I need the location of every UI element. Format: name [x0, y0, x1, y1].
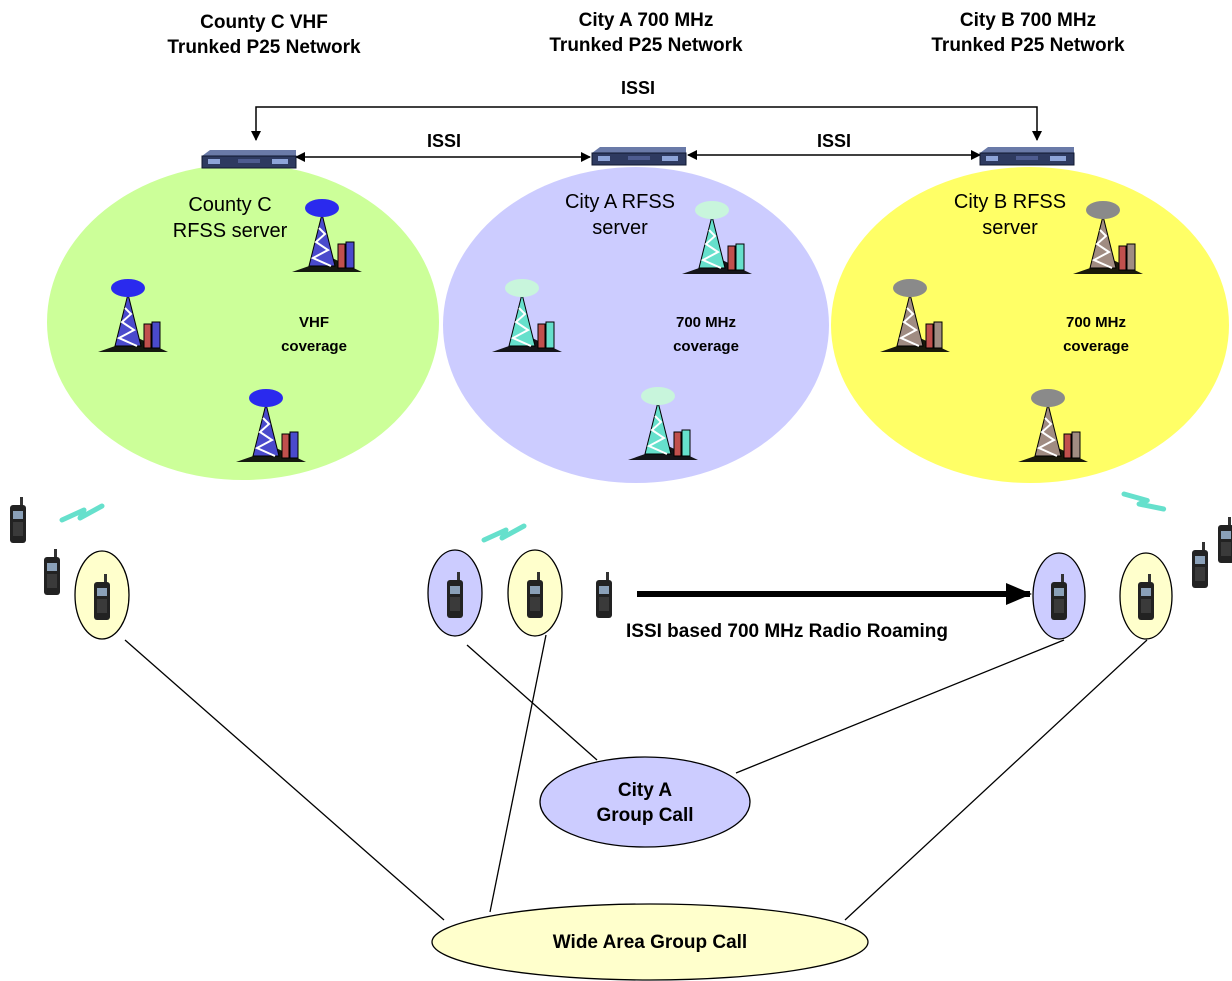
call-line	[489, 634, 547, 913]
county-c-coverage-label: VHF coverage	[281, 314, 347, 355]
handheld-radio-icon	[10, 497, 26, 543]
issi-right-label: ISSI	[816, 131, 851, 151]
wide-area-group-call-label: Wide Area Group Call	[552, 932, 748, 953]
city-b-server-label: City B RFSS server	[953, 191, 1067, 239]
issi-left-label: ISSI	[426, 131, 461, 151]
city-a-group-call-bubble	[539, 756, 751, 848]
handheld-radio-icon	[44, 549, 60, 595]
city-b-coverage-label: 700 MHz coverage	[1063, 314, 1129, 355]
county-c-network-title: County C VHF Trunked P25 Network	[167, 12, 361, 58]
handheld-radio-icon	[1218, 517, 1232, 563]
city-a-coverage-label: 700 MHz coverage	[673, 314, 739, 355]
call-line	[844, 639, 1148, 921]
county-c-server-label: County C RFSS server	[172, 194, 288, 242]
city-a-group-call-label: City A Group Call	[596, 780, 694, 826]
roaming-radio-icon	[596, 572, 612, 618]
wide-area-group-call-bubble	[431, 903, 869, 981]
city-a-server-label: City A RFSS server	[564, 191, 676, 239]
wireless-link-icon	[62, 506, 102, 520]
roaming-label: ISSI based 700 MHz Radio Roaming	[626, 621, 949, 642]
county-c-server-icon	[201, 149, 297, 169]
wireless-link-icon	[484, 526, 524, 540]
issi-top-label: ISSI	[620, 78, 655, 98]
call-line	[735, 639, 1065, 774]
wireless-link-icon	[1121, 491, 1167, 512]
handheld-radio-icon	[1192, 542, 1208, 588]
call-line	[124, 639, 445, 921]
city-b-server-icon	[979, 146, 1075, 166]
city-b-network-title: City B 700 MHz Trunked P25 Network	[931, 10, 1125, 56]
county-c-coverage-area	[47, 164, 439, 480]
issi-top-link	[251, 106, 1042, 141]
city-a-network-title: City A 700 MHz Trunked P25 Network	[549, 10, 743, 56]
city-a-server-icon	[591, 146, 687, 166]
